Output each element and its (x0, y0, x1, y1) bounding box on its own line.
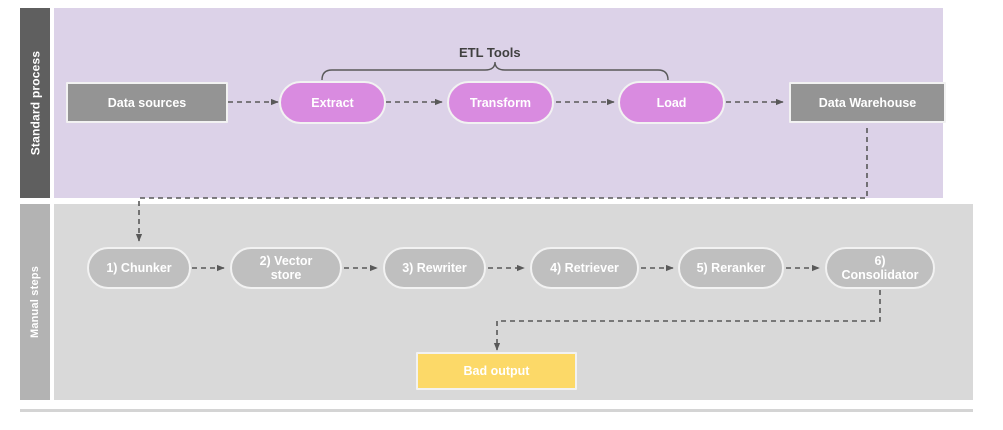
node-reranker[interactable]: 5) Reranker (678, 247, 784, 289)
node-reranker-label: 5) Reranker (696, 261, 766, 275)
lane-label-manual-steps: Manual steps (20, 204, 50, 400)
node-data-warehouse-label: Data Warehouse (818, 95, 917, 110)
node-load[interactable]: Load (618, 81, 725, 124)
node-transform-label: Transform (469, 95, 532, 110)
node-rewriter-label: 3) Rewriter (402, 261, 467, 275)
bottom-divider (20, 409, 973, 412)
node-rewriter[interactable]: 3) Rewriter (383, 247, 486, 289)
node-transform[interactable]: Transform (447, 81, 554, 124)
node-consolidator-label: 6) Consolidator (841, 254, 918, 282)
node-retriever-label: 4) Retriever (550, 261, 619, 275)
node-chunker[interactable]: 1) Chunker (87, 247, 191, 289)
node-vector-store-label: 2) Vector store (260, 254, 313, 282)
lane-label-standard-process: Standard process (20, 8, 50, 198)
node-vector-store[interactable]: 2) Vector store (230, 247, 342, 289)
lane-label-standard-process-text: Standard process (28, 50, 43, 156)
node-chunker-label: 1) Chunker (106, 261, 172, 275)
node-data-sources-label: Data sources (107, 95, 187, 110)
node-bad-output-label: Bad output (463, 364, 530, 378)
node-bad-output[interactable]: Bad output (416, 352, 577, 390)
node-consolidator[interactable]: 6) Consolidator (825, 247, 935, 289)
node-vector-store-label-line1: 2) Vector (259, 254, 313, 268)
node-consolidator-label-line1: 6) (874, 254, 886, 268)
node-data-warehouse[interactable]: Data Warehouse (789, 82, 946, 123)
node-consolidator-label-line2: Consolidator (841, 268, 919, 282)
node-extract[interactable]: Extract (279, 81, 386, 124)
node-retriever[interactable]: 4) Retriever (530, 247, 639, 289)
etl-tools-label: ETL Tools (459, 45, 521, 60)
lane-label-manual-steps-text: Manual steps (29, 265, 41, 339)
node-vector-store-label-line2: store (270, 268, 302, 282)
node-extract-label: Extract (311, 95, 354, 110)
node-data-sources[interactable]: Data sources (66, 82, 228, 123)
node-load-label: Load (656, 95, 687, 110)
